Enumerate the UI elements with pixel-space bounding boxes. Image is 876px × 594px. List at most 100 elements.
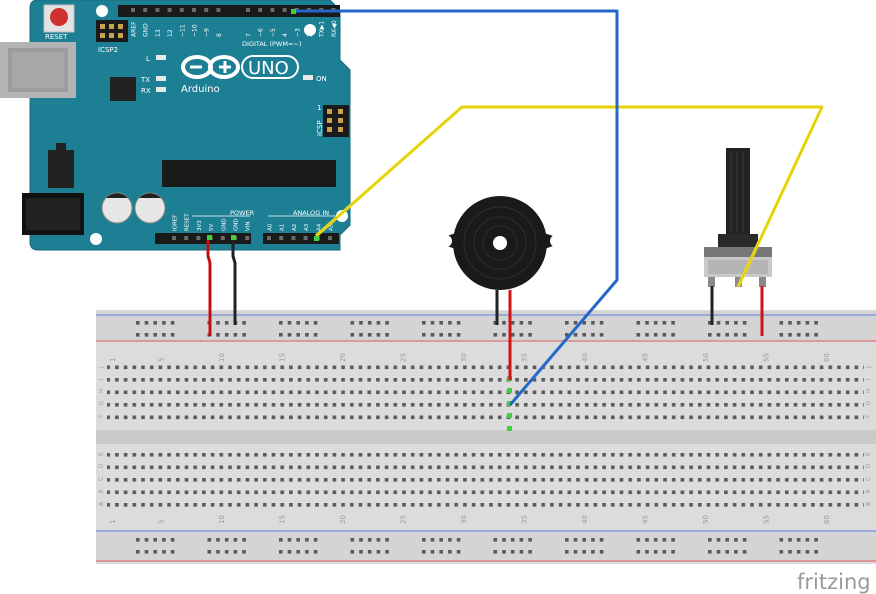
digital-pin-label: 12 — [167, 29, 174, 37]
row-letter: G — [98, 401, 105, 406]
row-letter: D — [865, 464, 872, 469]
digital-pin-label: AREF — [131, 21, 138, 37]
power-pin-label: GND — [234, 218, 240, 231]
row-letter: J — [865, 366, 872, 369]
column-number: 1 — [109, 520, 117, 524]
terminal-holes-top — [107, 361, 864, 424]
column-number: 35 — [520, 353, 528, 362]
analog-label: ANALOG IN — [293, 209, 329, 217]
row-letter: A — [865, 501, 872, 506]
column-number: 45 — [641, 515, 649, 524]
column-number: 5 — [157, 358, 165, 362]
row-letter: H — [865, 388, 872, 393]
row-letter: C — [865, 477, 872, 481]
black-wire-gnd — [231, 240, 237, 325]
column-number: 10 — [218, 515, 226, 524]
row-letter: F — [865, 414, 872, 418]
column-number: 20 — [339, 515, 347, 524]
blue-wire-digital — [294, 9, 619, 406]
column-number: 30 — [460, 515, 468, 524]
atmega-chip — [162, 160, 336, 187]
column-number: 15 — [278, 515, 286, 524]
row-letter: F — [98, 414, 105, 418]
analog-pin-label: A1 — [280, 224, 286, 231]
row-letter: A — [98, 501, 105, 506]
analog-pin-label: A4 — [316, 223, 322, 231]
analog-pin-label: A5 — [329, 223, 335, 231]
column-number: 25 — [399, 515, 407, 524]
digital-label: DIGITAL (PWM=~) — [242, 40, 301, 48]
led-rx-label: RX — [141, 87, 151, 95]
icsp-pin1-label: 1 — [317, 104, 321, 112]
column-number: 60 — [823, 353, 831, 362]
power-label: POWER — [230, 209, 255, 217]
power-pin-label: 5V — [209, 224, 215, 231]
row-letter: E — [98, 452, 105, 456]
brand-label: Arduino — [181, 84, 220, 95]
digital-pin-label: ~10 — [192, 24, 199, 37]
led-on-label: ON — [316, 75, 327, 83]
piezo-buzzer — [440, 196, 562, 290]
row-letter: E — [865, 452, 872, 456]
bottom-power-rail — [136, 538, 818, 554]
capacitor-2 — [134, 192, 166, 224]
digital-pin-label: 4 — [282, 33, 289, 37]
digital-pin-label: GND — [143, 23, 150, 37]
icsp2-label: ICSP2 — [98, 46, 118, 54]
row-letter: B — [98, 489, 105, 493]
power-pin-label: VIN — [246, 222, 252, 232]
row-letter: G — [865, 401, 872, 406]
column-number: 50 — [702, 353, 710, 362]
digital-pin-label: ~11 — [179, 24, 186, 37]
fritzing-watermark: fritzing — [797, 570, 871, 594]
power-pin-label: RESET — [185, 213, 191, 231]
digital-pin-label: 7 — [246, 33, 253, 37]
led-tx-label: TX — [140, 76, 150, 84]
power-pin-label: 3V3 — [197, 220, 203, 231]
digital-pin-label: TX▶1 — [319, 21, 326, 38]
row-letter: B — [865, 489, 872, 493]
digital-pin-label: RX◀0 — [331, 20, 338, 37]
digital-pin-label: 2 — [307, 33, 314, 37]
column-number: 60 — [823, 515, 831, 524]
digital-pin-label: ~9 — [204, 28, 211, 37]
uno-logo-text: UNO — [248, 58, 289, 79]
column-number: 40 — [581, 353, 589, 362]
usb-chip — [110, 77, 136, 101]
arduino-logo-icon — [181, 55, 299, 79]
column-number: 5 — [157, 520, 165, 524]
row-letter: J — [98, 366, 105, 369]
terminal-holes-bottom — [107, 450, 864, 513]
column-number: 10 — [218, 353, 226, 362]
column-number: 20 — [339, 353, 347, 362]
power-pin-labels: IOREF RESET 3V3 5V GND GND VIN — [173, 213, 252, 231]
reset-label: RESET — [45, 33, 68, 41]
row-letter: D — [98, 464, 105, 469]
analog-header — [263, 233, 339, 244]
digital-pin-label: 8 — [216, 33, 223, 37]
digital-pin-label: ~6 — [258, 28, 265, 37]
column-number: 25 — [399, 353, 407, 362]
column-number: 30 — [460, 353, 468, 362]
column-number: 50 — [702, 515, 710, 524]
column-number: 55 — [762, 353, 770, 362]
icsp-header — [323, 105, 349, 137]
analog-pin-label: A3 — [304, 223, 310, 231]
row-letter: I — [865, 379, 872, 381]
power-pin-label: GND — [221, 218, 227, 231]
column-number: 40 — [581, 515, 589, 524]
row-letter: C — [98, 477, 105, 481]
digital-pin-label: 13 — [155, 29, 162, 37]
digital-pin-label: ~5 — [270, 28, 277, 37]
power-pin-label: IOREF — [173, 215, 179, 231]
column-number: 55 — [762, 515, 770, 524]
column-number: 15 — [278, 353, 286, 362]
